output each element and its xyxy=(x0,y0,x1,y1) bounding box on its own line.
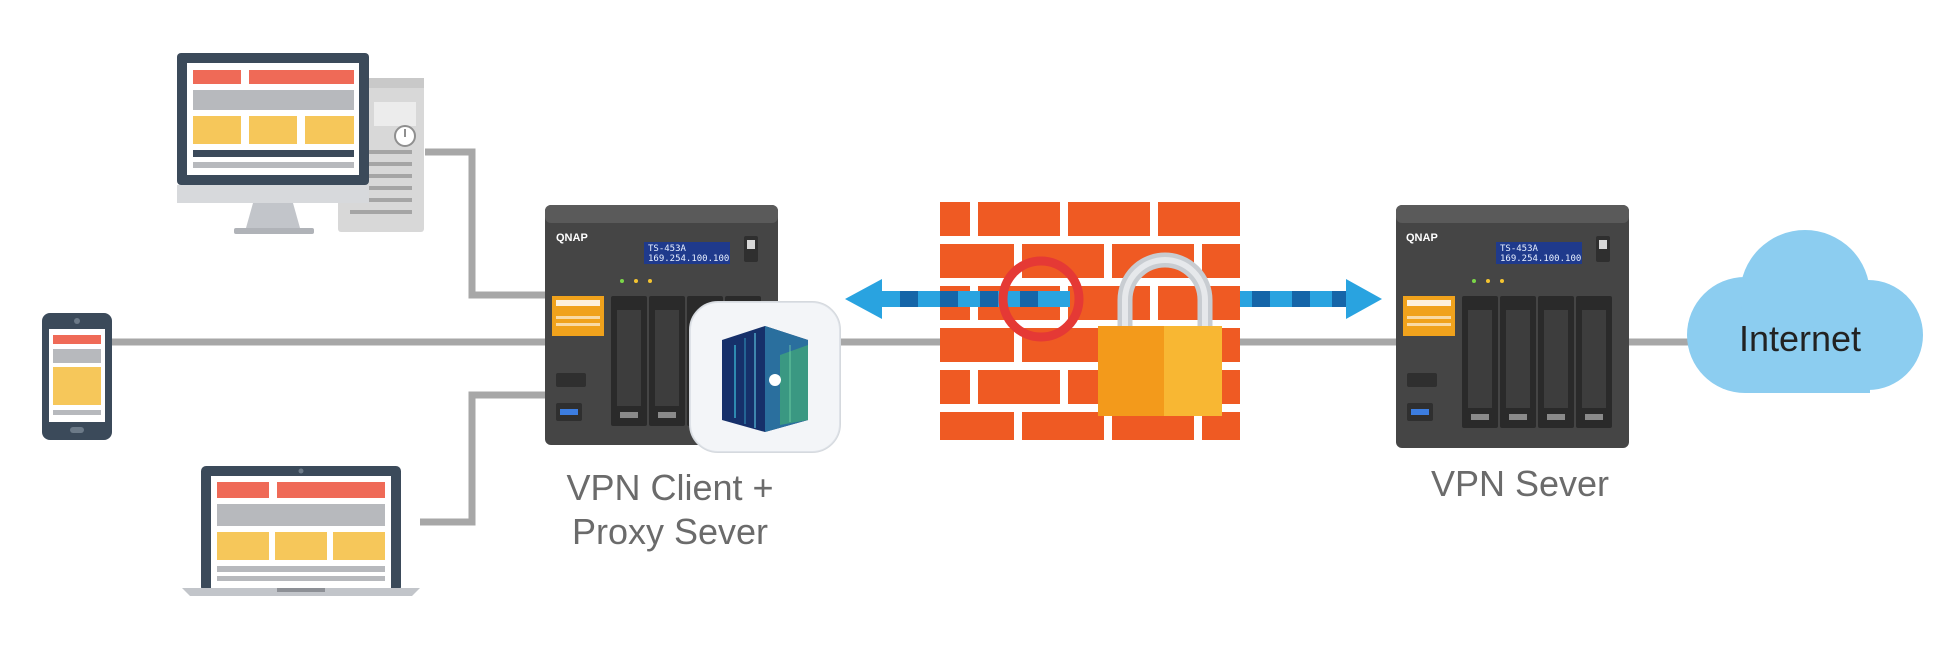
server-nas-brand-text: QNAP xyxy=(1406,232,1438,244)
nas-lcd-model: TS-453A xyxy=(648,244,687,254)
internet-label: Internet xyxy=(1738,318,1862,359)
cable-laptop xyxy=(420,391,548,526)
cloud-icon xyxy=(1687,230,1923,393)
tunnel-arrow-right xyxy=(1240,279,1382,319)
tunnel-arrow-left xyxy=(845,279,1070,319)
cable-desktop xyxy=(425,148,548,299)
tunnel-ring-icon xyxy=(998,256,1084,342)
smartphone-icon xyxy=(42,313,112,440)
cables xyxy=(110,148,1690,526)
server-nas-lcd-model: TS-453A xyxy=(1500,244,1539,254)
nas-icon: QNAP TS-453A 169.254.100.100 xyxy=(1396,205,1629,448)
padlock-icon xyxy=(1098,252,1222,416)
server-nas-caption: VPN Sever xyxy=(1430,463,1610,504)
nas-brand-text: QNAP xyxy=(556,232,588,244)
client-nas-caption: VPN Client + Proxy Sever xyxy=(520,466,820,554)
desktop-computer-icon xyxy=(177,53,369,234)
laptop-icon xyxy=(182,466,420,596)
client-caption-line2: Proxy Sever xyxy=(571,511,769,552)
server-nas-lcd-ip: 169.254.100.100 xyxy=(1500,254,1581,264)
nas-lcd-ip: 169.254.100.100 xyxy=(648,254,729,264)
vpn-app-icon xyxy=(689,301,841,453)
client-caption-line1: VPN Client + xyxy=(566,467,774,508)
